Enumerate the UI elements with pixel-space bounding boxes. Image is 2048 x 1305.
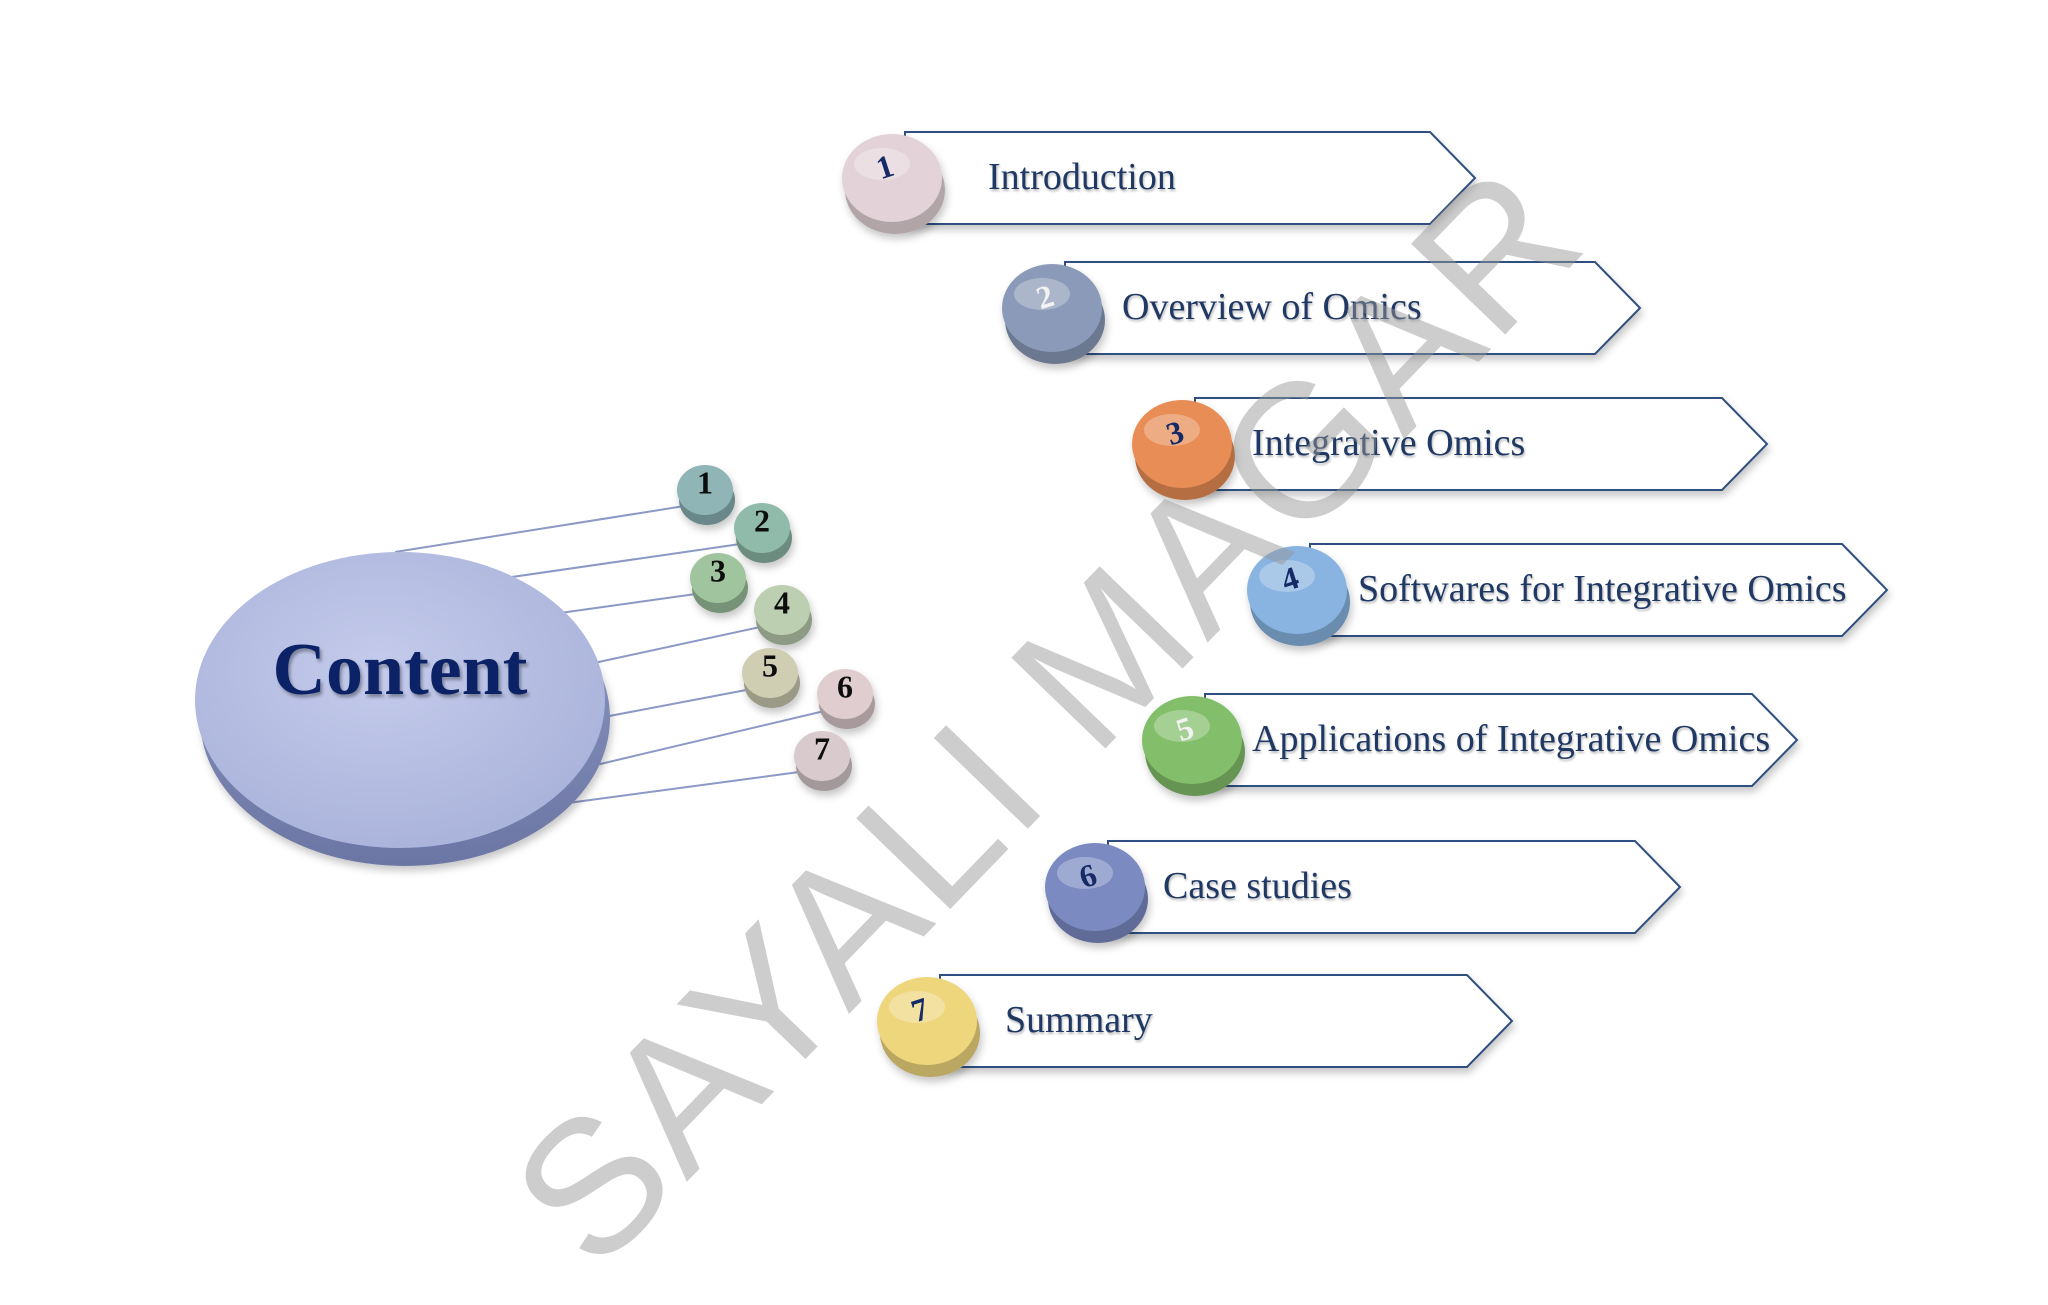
content-hub-disc [195,552,610,866]
connector-line [567,769,815,804]
mini-badge-number: 5 [762,647,778,683]
hub-title: Content [272,629,528,711]
connector-line [603,686,763,718]
mini-badge-4: 4 [754,584,812,645]
connector-line [593,623,775,664]
mini-badge-number: 4 [774,584,790,620]
item-label-6: Case studies [1163,865,1352,907]
mini-badge-5: 5 [742,647,800,708]
item-badge-5: 5 [1142,696,1245,796]
item-label-3: Integrative Omics [1252,422,1526,464]
item-badge-3: 3 [1132,400,1235,500]
item-label-2: Overview of Omics [1122,286,1422,328]
connector-lines [394,503,838,804]
mini-badge-number: 7 [814,730,830,766]
item-label-5: Applications of Integrative Omics [1252,718,1771,760]
connector-line [595,707,838,766]
item-badge-2: 2 [1002,264,1105,364]
mini-badge-7: 7 [794,730,852,791]
mini-badge-6: 6 [817,668,875,729]
item-label-1: Introduction [988,156,1176,198]
mini-badge-number: 3 [710,552,726,588]
item-label-4: Softwares for Integrative Omics [1358,568,1847,610]
mini-badge-number: 1 [697,464,713,500]
connector-line [504,541,755,579]
connector-line [559,591,711,614]
item-label-7: Summary [1005,999,1153,1041]
item-badge-6: 6 [1045,843,1148,943]
mini-badge-1: 1 [677,464,735,525]
mini-badge-number: 6 [837,668,853,704]
item-badge-4: 4 [1247,546,1350,646]
connector-line [394,503,698,553]
mini-badge-2: 2 [734,502,792,563]
item-badge-7: 7 [877,977,980,1077]
item-arrow-group [904,131,1889,1068]
mini-badge-3: 3 [690,552,748,613]
mini-badge-number: 2 [754,502,770,538]
item-badge-1: 1 [842,134,945,234]
